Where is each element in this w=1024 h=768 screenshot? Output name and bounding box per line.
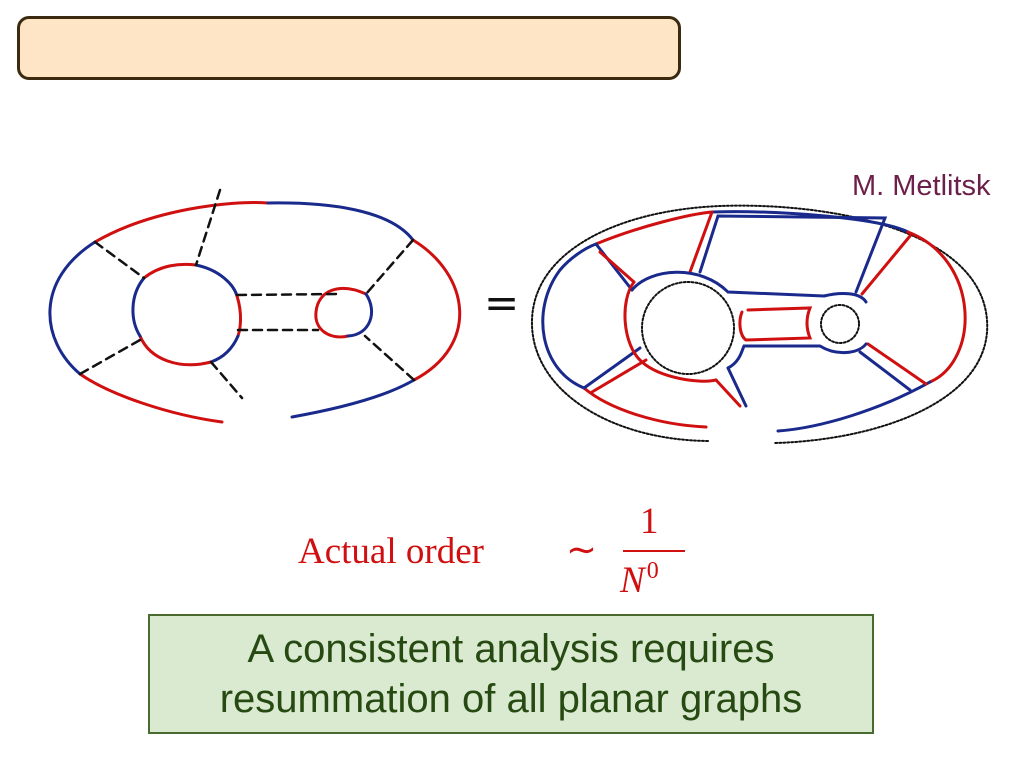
- note-line-2: resummation of all planar graphs: [219, 677, 803, 721]
- left-loop-red-bottom: [138, 334, 213, 367]
- right-rung-red: [738, 306, 813, 342]
- left-dash-2: [194, 188, 222, 267]
- right-dotted-inner-small: [820, 304, 860, 344]
- right-dotted-inner-big: [641, 281, 735, 375]
- formula: Actual order ∼ 1 N0: [298, 500, 718, 602]
- right-inner-red-c: [860, 234, 928, 386]
- right-loop-blue-low: [726, 342, 868, 370]
- left-dash-7: [78, 338, 142, 376]
- right-inner-blue-b: [698, 214, 888, 294]
- left-loop-red-right: [235, 294, 242, 338]
- formula-relation: ∼: [566, 530, 598, 571]
- note-line-1: A consistent analysis requires: [247, 627, 775, 671]
- right-inner-red-a: [598, 210, 714, 284]
- left-dash-4: [235, 292, 342, 297]
- right-loop-red: [623, 280, 718, 383]
- left-outer-red-right: [411, 238, 462, 382]
- right-outer-red-top: [594, 210, 714, 246]
- left-outer-blue-top: [266, 201, 415, 242]
- fraction-bar: [623, 550, 685, 552]
- right-dotted-outer: [530, 204, 989, 444]
- right-inner-blue-d: [858, 350, 912, 392]
- slide-title-box: [17, 16, 681, 80]
- author-label: M. Metlitsk: [852, 170, 991, 202]
- formula-denominator: N0: [620, 558, 659, 602]
- right-outer-red-bottom: [582, 386, 708, 429]
- left-outer-red-top: [93, 201, 270, 244]
- left-loop-red-top: [142, 262, 198, 280]
- left-dash-1: [93, 240, 146, 280]
- right-inner-red-e: [590, 358, 742, 408]
- equals-sign: =: [484, 278, 520, 327]
- left-outer-red-bottom: [78, 372, 224, 424]
- right-outer-blue-top: [710, 210, 910, 234]
- left-loop-blue-topright: [194, 263, 239, 298]
- formula-denominator-base: N: [620, 560, 645, 601]
- formula-lhs: Actual order: [298, 531, 484, 572]
- left-small-loop-red: [314, 286, 368, 339]
- conclusion-note: A consistent analysis requires resummati…: [148, 614, 874, 734]
- right-loop-blue: [630, 270, 868, 304]
- right-outer-blue-bottom: [776, 380, 932, 433]
- left-small-loop-blue: [346, 292, 374, 338]
- left-dash-3: [364, 238, 415, 296]
- formula-denominator-exponent: 0: [646, 558, 659, 584]
- left-outer-blue-bottom-right: [290, 378, 416, 419]
- right-inner-blue-f: [726, 366, 748, 408]
- feynman-diagram: [48, 188, 989, 444]
- left-loop-blue-bottomright: [209, 334, 240, 364]
- left-dash-8: [209, 360, 244, 400]
- right-outer-red-right: [906, 230, 967, 384]
- formula-numerator: 1: [640, 501, 659, 542]
- right-outer-blue-left: [541, 242, 598, 390]
- left-loop-blue-left: [131, 276, 146, 338]
- left-dash-6: [363, 334, 416, 382]
- left-outer-blue-left: [48, 240, 97, 376]
- right-inner-blue-left: [582, 242, 642, 390]
